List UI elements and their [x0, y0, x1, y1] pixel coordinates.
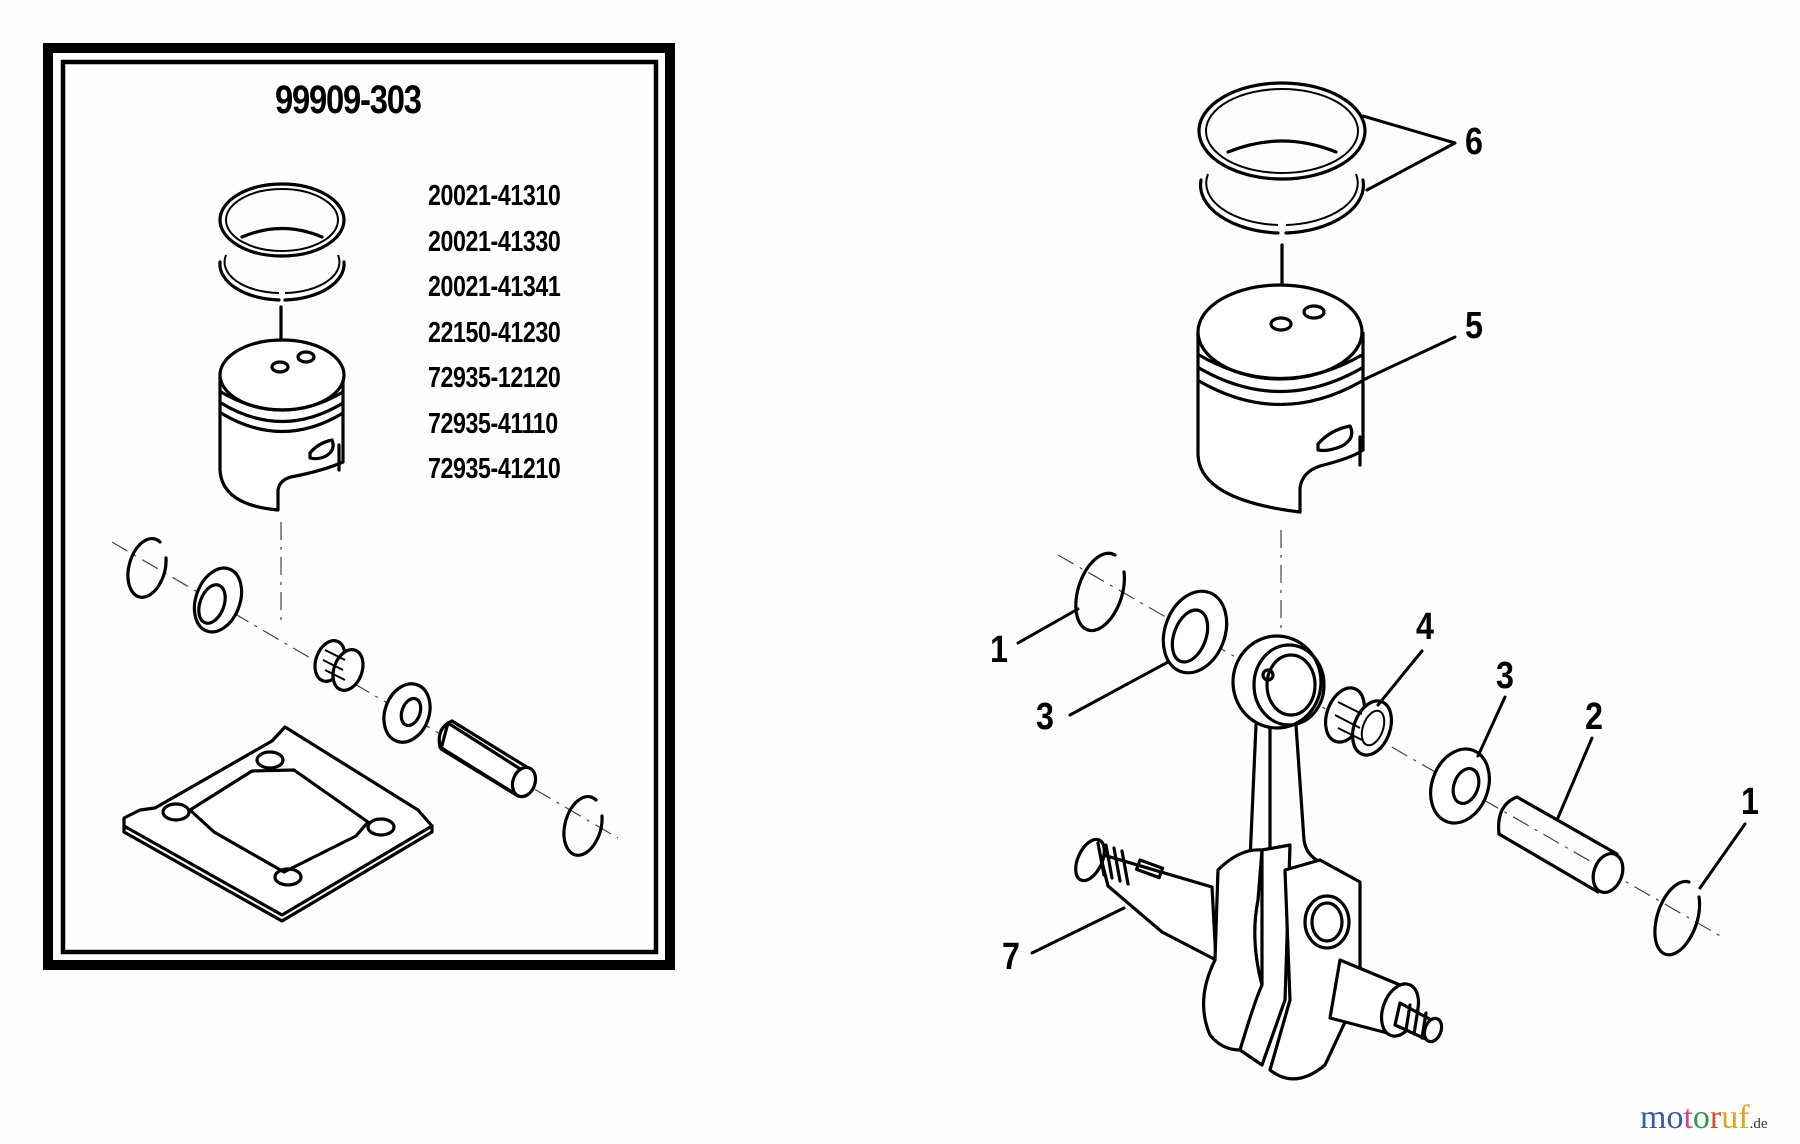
kit-part-number: 72935-41110 [428, 408, 558, 440]
kit-circlip-left-icon [126, 536, 168, 599]
kit-part-number: 20021-41310 [428, 180, 561, 212]
kit-part-number: 72935-12120 [428, 362, 561, 394]
leader-3-right [1476, 695, 1507, 758]
watermark-letter: r [1709, 1099, 1722, 1136]
kit-part-number-title: 99909-303 [275, 78, 422, 122]
leader-7 [1030, 906, 1126, 955]
circlip-right-icon [1653, 879, 1702, 957]
watermark-letter: o [1692, 1099, 1710, 1136]
leader-3-left [1068, 660, 1170, 717]
kit-needle-bearing-icon [313, 639, 365, 692]
kit-seal-icon [192, 566, 244, 634]
seal-left-icon [1161, 589, 1229, 675]
kit-part-number: 72935-41210 [428, 453, 561, 485]
kit-circlip-right-icon [562, 794, 604, 857]
callout-4: 4 [1416, 606, 1434, 648]
watermark-letter: m [1640, 1099, 1667, 1136]
kit-gasket-icon [122, 725, 434, 923]
kit-piston-pin-icon [437, 719, 538, 799]
watermark-letter: f [1738, 1099, 1750, 1136]
kit-piston-rings-icon [218, 182, 346, 302]
leader-1-left [1016, 607, 1080, 645]
piston-pin-icon [1497, 795, 1625, 894]
callout-3-left: 3 [1036, 696, 1054, 738]
watermark-letter: u [1721, 1099, 1739, 1136]
callout-6: 6 [1465, 121, 1483, 163]
kit-part-number: 20021-41341 [428, 271, 561, 303]
washer-right-icon [1429, 747, 1491, 825]
circlip-left-icon [1074, 551, 1126, 633]
piston-icon [1196, 283, 1365, 514]
leader-1-right [1698, 822, 1747, 890]
kit-part-number: 20021-41330 [428, 226, 561, 258]
watermark-letter: t [1683, 1099, 1693, 1136]
kit-box-frame [43, 43, 675, 970]
kit-part-number: 22150-41230 [428, 317, 561, 349]
watermark-letter: o [1666, 1099, 1684, 1136]
crankshaft-icon [1074, 837, 1444, 1081]
callout-1-left: 1 [990, 629, 1008, 671]
needle-bearing-icon [1323, 686, 1394, 757]
watermark-logo: motoruf.de [1640, 1100, 1767, 1142]
callout-1-right: 1 [1741, 781, 1759, 823]
connecting-rod-icon [1231, 634, 1326, 864]
piston-rings-icon [1197, 81, 1367, 235]
callout-5: 5 [1465, 305, 1483, 347]
kit-piston-icon [218, 338, 346, 512]
leader-2 [1555, 736, 1594, 822]
callout-2: 2 [1585, 696, 1603, 738]
leader-5 [1361, 335, 1457, 382]
watermark-suffix: .de [1749, 1116, 1768, 1132]
kit-washer-icon [382, 682, 432, 744]
callout-7: 7 [1002, 936, 1020, 978]
callout-3-right: 3 [1496, 655, 1514, 697]
leader-6 [1361, 114, 1457, 192]
leader-4 [1376, 649, 1424, 707]
